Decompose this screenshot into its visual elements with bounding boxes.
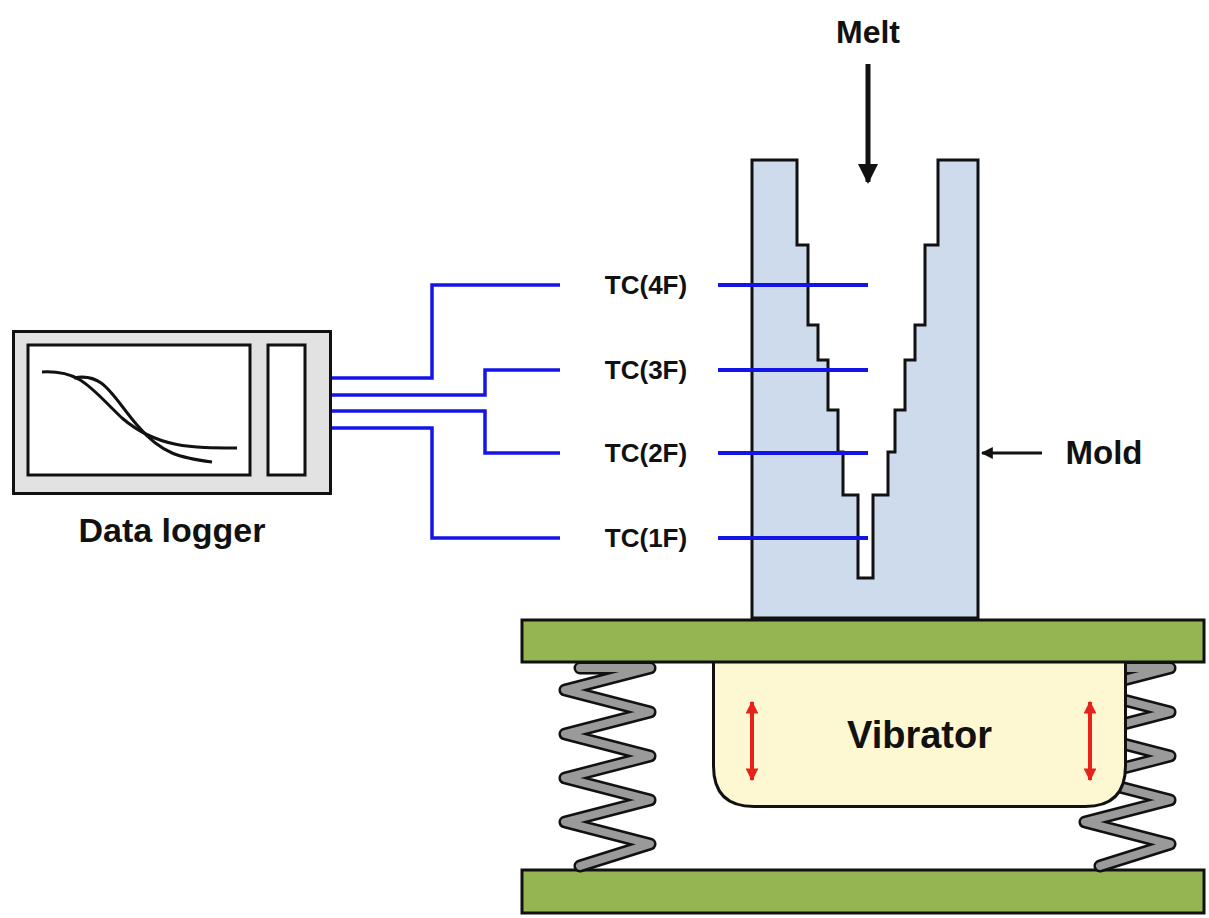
vibration-arrow bbox=[750, 702, 754, 780]
pour-arrow bbox=[866, 64, 871, 182]
vibration-arrow bbox=[1088, 702, 1092, 780]
thermocouple-label-holder: TC(4F) bbox=[605, 270, 687, 301]
part-label: Mold bbox=[1066, 434, 1143, 472]
trace-curve bbox=[42, 372, 237, 448]
logger-panel bbox=[268, 345, 305, 475]
part-label-holder: Mold bbox=[1066, 434, 1143, 472]
spring bbox=[565, 668, 650, 866]
data-logger: Data logger bbox=[12, 330, 332, 495]
logger-screen bbox=[28, 345, 250, 475]
thermocouple-probe bbox=[718, 285, 868, 538]
thermocouple-label: TC(3F) bbox=[605, 355, 687, 386]
device-label: Data logger bbox=[12, 511, 332, 550]
mold-body bbox=[752, 160, 978, 618]
thermocouple-label-holder: TC(2F) bbox=[605, 438, 687, 469]
vibration-table bbox=[522, 620, 1204, 662]
base-plate bbox=[522, 870, 1204, 913]
thermocouple-label: TC(4F) bbox=[605, 270, 687, 301]
flow-label: Melt bbox=[836, 14, 900, 51]
shape-label: Vibrator bbox=[847, 714, 992, 757]
flow-label-holder: Melt bbox=[836, 14, 900, 51]
thermocouple-label-holder: TC(1F) bbox=[605, 523, 687, 554]
thermocouple-label-holder: TC(3F) bbox=[605, 355, 687, 386]
logger-housing bbox=[12, 330, 332, 495]
thermocouple-label: TC(1F) bbox=[605, 523, 687, 554]
thermocouple-wire bbox=[322, 285, 560, 538]
trace-curve bbox=[74, 377, 212, 462]
leader-arrow bbox=[982, 452, 1042, 455]
vibrator-unit: Vibrator bbox=[712, 662, 1127, 808]
thermocouple-label: TC(2F) bbox=[605, 438, 687, 469]
